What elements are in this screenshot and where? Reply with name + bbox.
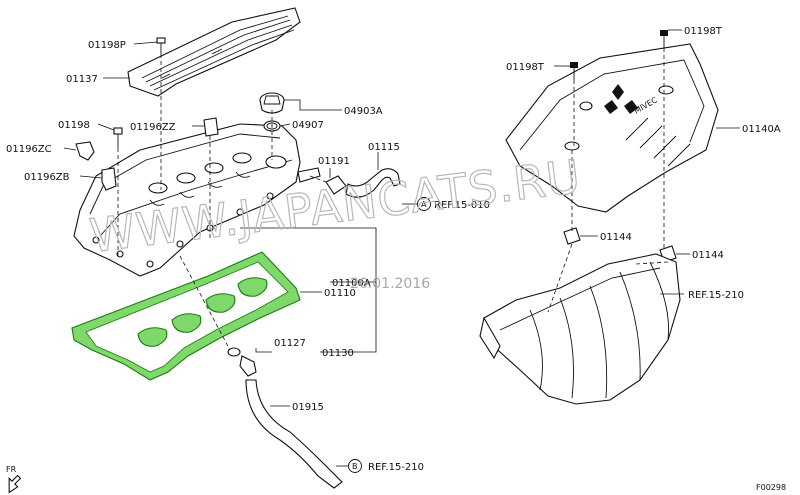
date-stamp: 26.01.2016 (350, 276, 430, 292)
ref-b-letter: B (352, 462, 358, 471)
ref-b-text: REF.15-210 (368, 462, 424, 473)
label-01144-right: 01144 (692, 250, 724, 261)
label-01115: 01115 (368, 142, 400, 153)
label-04907: 04907 (292, 120, 324, 131)
pcv-valve[interactable] (325, 175, 347, 195)
clip-01196zz[interactable] (203, 117, 219, 137)
ref-callout-a[interactable]: A REF.15-010 (417, 197, 491, 212)
ref-a-text: REF.15-010 (434, 200, 490, 211)
bolt-01198t-left[interactable] (570, 62, 578, 80)
valve-cover[interactable] (73, 123, 321, 277)
label-01198t-left: 01198T (506, 62, 545, 73)
engine-appearance-cover[interactable] (505, 43, 719, 213)
label-01140a: 01140A (742, 124, 781, 135)
figure-code: F00298 (756, 483, 786, 492)
label-01110: 01110 (324, 288, 356, 299)
breather-hose-01915[interactable] (245, 379, 343, 489)
leader-lines (63, 29, 740, 467)
assembly-lines (117, 48, 669, 351)
bolt-01198[interactable] (113, 127, 123, 148)
intake-manifold[interactable] (479, 253, 681, 405)
label-01100a: 01100A (332, 278, 371, 289)
ref-callout-b[interactable]: B REF.15-210 (348, 459, 425, 474)
ref-a-letter: A (421, 200, 427, 209)
label-01198p: 01198P (88, 40, 126, 51)
engine-top-cover[interactable] (127, 7, 301, 97)
label-01144-left: 01144 (600, 232, 632, 243)
label-01130: 01130 (322, 348, 354, 359)
bolt-01198t-right[interactable] (660, 30, 668, 48)
pcv-hose-01115[interactable] (345, 168, 401, 198)
bolt-01198p[interactable] (156, 37, 166, 54)
label-01137: 01137 (66, 74, 98, 85)
label-01127: 01127 (274, 338, 306, 349)
label-01915: 01915 (292, 402, 324, 413)
label-04903a: 04903A (344, 106, 383, 117)
label-01196zb: 01196ZB (24, 172, 70, 183)
orientation-label: FR (6, 465, 17, 474)
valve-cover-gasket[interactable] (71, 251, 301, 381)
label-01198: 01198 (58, 120, 90, 131)
label-01196zc: 01196ZC (6, 144, 52, 155)
label-01196zz: 01196ZZ (130, 122, 176, 133)
label-01191: 01191 (318, 156, 350, 167)
label-01198t-right: 01198T (684, 26, 723, 37)
breather-fitting[interactable] (227, 347, 257, 377)
front-arrow-icon (8, 474, 22, 494)
ref-manifold-text: REF.15-210 (688, 290, 744, 301)
oil-filler-cap[interactable] (259, 92, 285, 114)
clip-01196zb[interactable] (101, 167, 117, 191)
clip-01196zc[interactable] (75, 141, 95, 161)
